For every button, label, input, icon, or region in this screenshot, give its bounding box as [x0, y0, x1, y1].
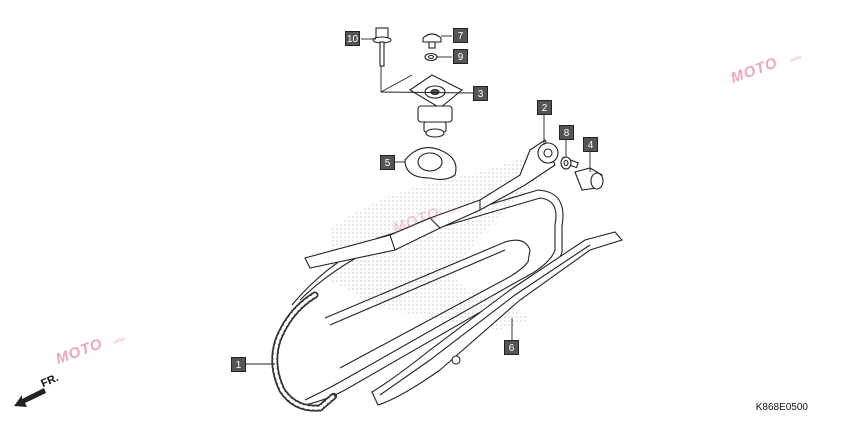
callout-3[interactable]: 3 [473, 86, 488, 101]
callout-4[interactable]: 4 [583, 137, 598, 152]
callout-9[interactable]: 9 [453, 49, 468, 64]
callout-6[interactable]: 6 [504, 340, 519, 355]
cam-chain-tensioner-arm [304, 139, 559, 269]
tensioner-lifter [408, 74, 464, 138]
sealing-bolt [422, 33, 442, 49]
callout-2[interactable]: 2 [537, 100, 552, 115]
callout-10[interactable]: 10 [345, 31, 360, 46]
cam-chain-guide [371, 231, 623, 406]
pivot-washer [560, 156, 572, 170]
callout-1[interactable]: 1 [231, 357, 246, 372]
leader-lines [245, 35, 591, 365]
diagram-code: K868E0500 [755, 402, 808, 413]
front-arrow-icon [14, 388, 46, 407]
sealing-washer [424, 52, 438, 62]
callout-8[interactable]: 8 [559, 125, 574, 140]
flange-bolt [372, 27, 392, 67]
callout-5[interactable]: 5 [380, 155, 395, 170]
callout-7[interactable]: 7 [453, 28, 468, 43]
gasket [404, 147, 457, 181]
